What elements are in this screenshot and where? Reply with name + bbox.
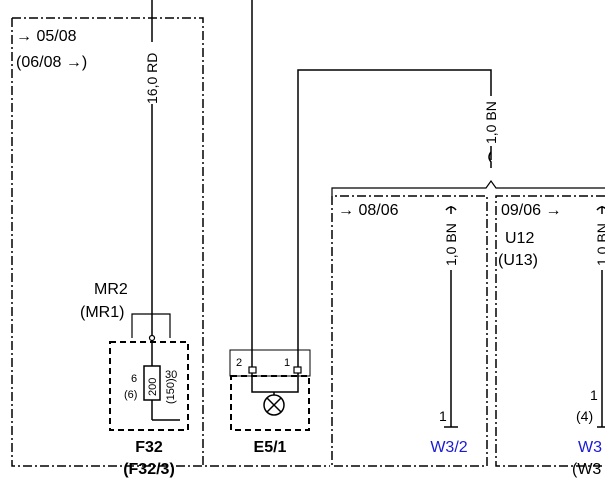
bn-wire-mid-label: 1,0 BN [443, 223, 459, 266]
mid-region-border [331, 195, 488, 467]
bn-wire-top-hook [488, 151, 492, 168]
left-variant-line2: (06/08 →) [16, 54, 87, 71]
u12-label: U12 [505, 230, 534, 247]
w3-right-pin: 1 [590, 387, 598, 403]
mr-bracket [131, 313, 171, 338]
bn-wire-right-hook [596, 206, 605, 214]
left-variant-line1: → 05/08 [16, 28, 77, 45]
bn-wire-mid-hook [445, 206, 457, 214]
fuse-pin-6: 6 [131, 373, 137, 385]
u12-label-alt: (U13) [498, 252, 538, 269]
w3-right-label-alt[interactable]: (W3 [572, 461, 601, 478]
fuse-rating: 200 [147, 378, 159, 396]
w32-pin: 1 [439, 408, 447, 424]
mr-label-line1: MR2 [94, 281, 128, 298]
fuse-pin-30: 30 [165, 369, 177, 381]
mr-label-line2: (MR1) [80, 304, 124, 321]
lamp-connector-frame [229, 349, 311, 377]
right-variant: 09/06 → [501, 202, 561, 219]
lamp-pin-1: 1 [284, 357, 290, 369]
w3-right-pin-alt: (4) [576, 408, 593, 424]
right-region-border [495, 195, 605, 467]
rd-wire-label: 16,0 RD [144, 53, 160, 104]
fuse-pin-6-alt: (6) [124, 389, 137, 401]
fuse-housing [109, 341, 189, 431]
w3-right-label[interactable]: W3 [578, 439, 602, 456]
w32-label[interactable]: W3/2 [430, 439, 467, 456]
mr-junction [148, 334, 156, 342]
bn-wire-right-label: 1,0 BN [594, 223, 605, 266]
fuse-label-alt: (F32/3) [123, 461, 175, 478]
lamp-pin-2: 2 [236, 357, 242, 369]
fuse-pin-150: (150) [165, 378, 177, 404]
lamp-housing [230, 375, 310, 431]
bn-wire-top-label: 1,0 BN [483, 101, 499, 144]
fuse-label: F32 [135, 439, 163, 456]
left-region-border [11, 17, 330, 467]
mid-variant: → 08/06 [338, 202, 399, 219]
variant-bracket [331, 179, 605, 196]
lamp-label: E5/1 [254, 439, 287, 456]
